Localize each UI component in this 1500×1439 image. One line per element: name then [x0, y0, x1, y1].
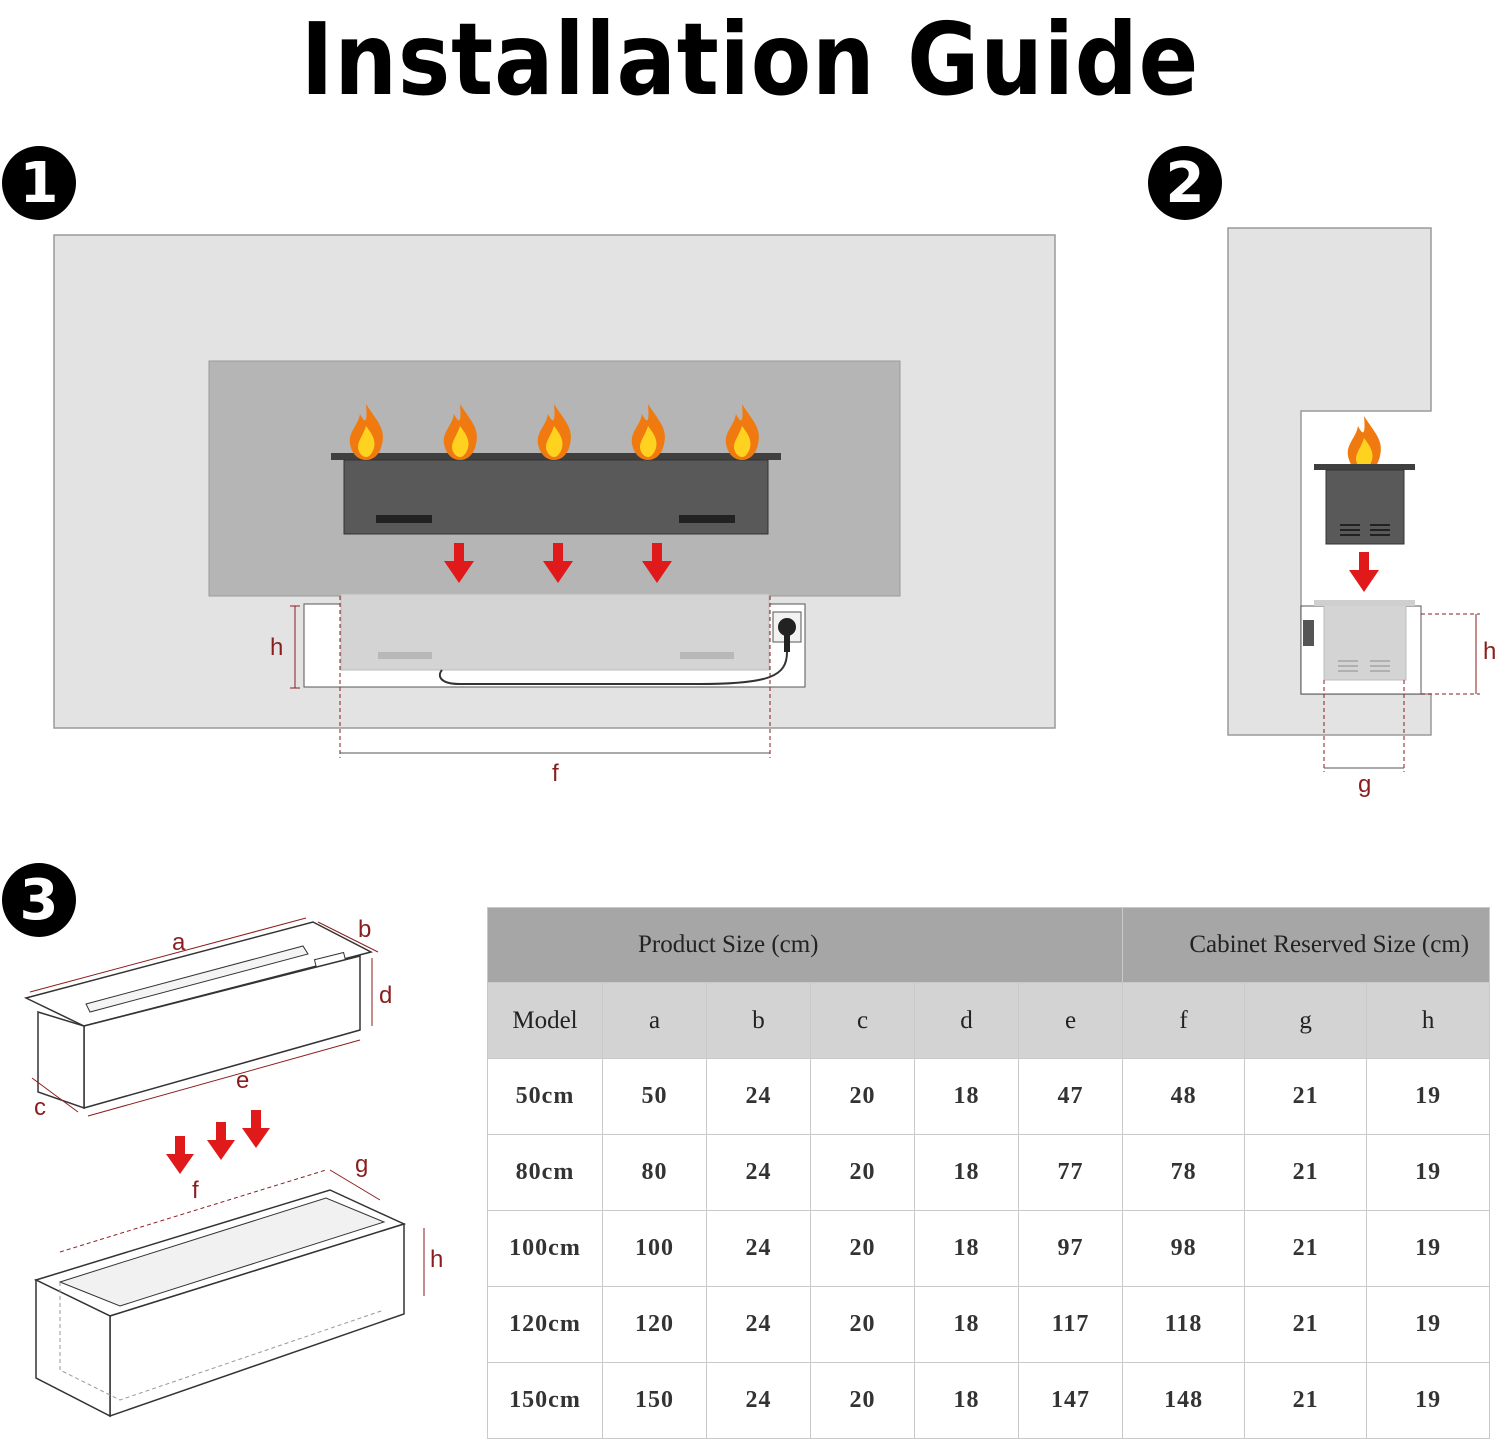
table-cell: 18 [914, 1134, 1019, 1211]
table-cell: 21 [1244, 1058, 1368, 1135]
down-arrow-icon [207, 1122, 235, 1160]
table-cell: 150cm [487, 1362, 603, 1439]
table-cell: 117 [1017, 1286, 1124, 1363]
vent-right [679, 515, 735, 523]
table-cell: 24 [706, 1210, 811, 1287]
table-cell: 21 [1244, 1134, 1368, 1211]
table-cell: 24 [706, 1058, 811, 1135]
table-cell: 19 [1366, 1286, 1491, 1363]
dimension-d-label: d [379, 982, 392, 1009]
table-cell: 21 [1244, 1286, 1368, 1363]
table-cell: 21 [1244, 1210, 1368, 1287]
vent-left [376, 515, 432, 523]
table-cell: 98 [1122, 1210, 1246, 1287]
page-title: Installation Guide [300, 0, 1200, 118]
dimension-h-label: h [270, 634, 283, 661]
table-cell: 100 [602, 1210, 707, 1287]
column-header-d: d [914, 982, 1019, 1059]
table-cell: 118 [1122, 1286, 1246, 1363]
table-cell: 20 [810, 1286, 915, 1363]
table-cell: 18 [914, 1058, 1019, 1135]
table-cell: 47 [1017, 1058, 1124, 1135]
table-cell: 120cm [487, 1286, 603, 1363]
power-cable [438, 651, 788, 685]
table-cell: 120 [602, 1286, 707, 1363]
table-cell: 20 [810, 1362, 915, 1439]
table-cell: 18 [914, 1362, 1019, 1439]
column-header-a: a [602, 982, 707, 1059]
size-table: Product Size (cm) Cabinet Reserved Size … [486, 907, 1491, 1439]
column-header-b: b [706, 982, 811, 1059]
column-header-e: e [1017, 982, 1124, 1059]
cabinet-side [35, 1278, 111, 1418]
down-arrow-icon [242, 1110, 270, 1148]
dimension-g-label: g [355, 1151, 368, 1178]
table-cell: 50cm [487, 1058, 603, 1135]
table-cell: 20 [810, 1210, 915, 1287]
burner-top-plate [1314, 464, 1415, 470]
table-cell: 78 [1122, 1134, 1246, 1211]
dimension-a-label: a [172, 929, 186, 956]
table-cell: 18 [914, 1286, 1019, 1363]
step-2-badge: 2 [1148, 146, 1222, 220]
cabinet-cutout [58, 1197, 386, 1307]
table-cell: 20 [810, 1058, 915, 1135]
dimension-h-label: h [1483, 638, 1496, 665]
table-cell: 97 [1017, 1210, 1124, 1287]
table-cell: 19 [1366, 1362, 1491, 1439]
table-cell: 147 [1017, 1362, 1124, 1439]
dimension-g-label: g [1358, 771, 1371, 798]
isometric-diagram: a b d e c f g h [23, 916, 443, 1418]
table-cell: 48 [1122, 1058, 1246, 1135]
table-cell: 50 [602, 1058, 707, 1135]
column-header-h: h [1366, 982, 1491, 1059]
dimension-b-label: b [358, 916, 371, 943]
step-3-badge: 3 [2, 863, 76, 937]
side-view-diagram: h g [1227, 227, 1496, 798]
ghost-insert [1323, 603, 1407, 681]
column-header-g: g [1244, 982, 1368, 1059]
power-socket-icon [772, 611, 802, 652]
table-cell: 24 [706, 1362, 811, 1439]
dimension-c-label: c [34, 1094, 46, 1121]
table-cell: 148 [1122, 1362, 1246, 1439]
table-cell: 21 [1244, 1362, 1368, 1439]
column-header-f: f [1122, 982, 1246, 1059]
column-header-c: c [810, 982, 915, 1059]
cabinet-size-group-header: Cabinet Reserved Size (cm) [1122, 907, 1491, 983]
table-cell: 18 [914, 1210, 1019, 1287]
down-arrow-icon [166, 1136, 194, 1174]
column-header-model: Model [487, 982, 603, 1059]
step-1-badge: 1 [2, 146, 76, 220]
table-cell: 24 [706, 1286, 811, 1363]
down-arrow-icon [1349, 552, 1379, 592]
front-view-diagram: h f [53, 234, 1056, 787]
table-cell: 77 [1017, 1134, 1124, 1211]
table-cell: 24 [706, 1134, 811, 1211]
burner-side [37, 1010, 85, 1110]
table-cell: 150 [602, 1362, 707, 1439]
table-cell: 80 [602, 1134, 707, 1211]
table-cell: 19 [1366, 1210, 1491, 1287]
flame-icon [1347, 416, 1381, 472]
table-cell: 80cm [487, 1134, 603, 1211]
dimension-f-label: f [192, 1177, 199, 1204]
dimension-e-label: e [236, 1067, 249, 1094]
power-socket [1303, 620, 1314, 646]
dimension-h-label: h [430, 1246, 443, 1273]
table-cell: 20 [810, 1134, 915, 1211]
table-cell: 19 [1366, 1058, 1491, 1135]
table-cell: 100cm [487, 1210, 603, 1287]
product-size-group-header: Product Size (cm) [486, 907, 1124, 983]
dimension-f-label: f [552, 760, 559, 787]
table-cell: 19 [1366, 1134, 1491, 1211]
burner-body [1325, 469, 1405, 545]
